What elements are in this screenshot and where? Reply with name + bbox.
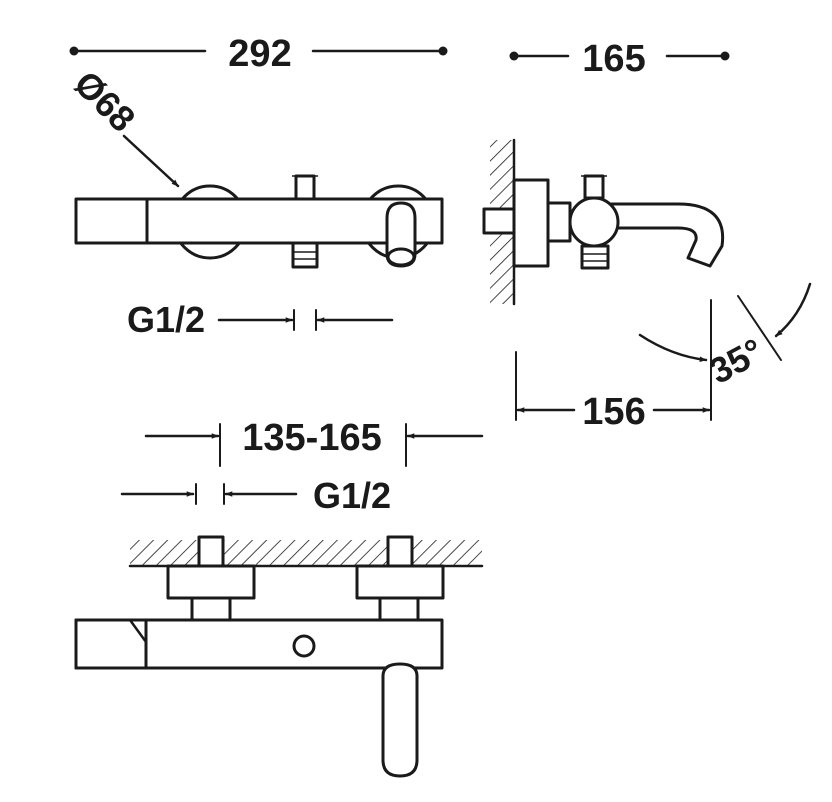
wall-connector bbox=[482, 207, 516, 235]
dim-label-165: 165 bbox=[582, 38, 645, 80]
angle-arc-right bbox=[774, 282, 812, 338]
wall-inlet-right bbox=[386, 535, 414, 568]
dimension-thread-bottom: G1/2 bbox=[120, 475, 391, 516]
dim-label-thread-top: G1/2 bbox=[127, 299, 205, 340]
wall-flange bbox=[512, 178, 550, 268]
hose-outlet bbox=[291, 241, 319, 269]
side-view bbox=[482, 138, 725, 306]
diverter-body bbox=[568, 196, 620, 248]
diameter-leader bbox=[122, 134, 180, 188]
coupling-left bbox=[190, 596, 232, 622]
plan-view bbox=[74, 535, 484, 778]
dimension-center-range: 135-165 bbox=[144, 417, 484, 467]
diverter-hole bbox=[292, 634, 316, 658]
dim-label-diameter: Ø68 bbox=[66, 63, 143, 140]
dimension-292: 292 bbox=[69, 33, 448, 75]
dimension-165: 165 bbox=[509, 38, 730, 80]
wall-hatch-bottom bbox=[130, 540, 482, 566]
dimension-angle: 35° bbox=[638, 282, 812, 421]
flange-right-plan bbox=[355, 564, 445, 600]
coupling-right bbox=[378, 596, 420, 622]
dimension-diameter: Ø68 bbox=[66, 63, 180, 188]
dim-label-angle: 35° bbox=[702, 330, 769, 392]
mixer-body bbox=[74, 197, 444, 245]
angle-ref-slanted bbox=[737, 295, 782, 361]
dim-label-292: 292 bbox=[228, 33, 291, 75]
hose-outlet-side bbox=[580, 244, 610, 270]
dim-dot-right bbox=[438, 46, 448, 56]
dimension-156: 156 bbox=[515, 351, 711, 433]
dim-dot-right bbox=[720, 51, 730, 61]
front-view bbox=[74, 174, 444, 269]
handle-end-plan bbox=[74, 618, 148, 670]
dim-label-center-range: 135-165 bbox=[242, 417, 381, 459]
spout-side bbox=[604, 202, 725, 268]
spout-mouth bbox=[386, 247, 416, 267]
diverter-knob bbox=[294, 174, 316, 201]
flange-left-plan bbox=[166, 564, 256, 600]
diverter-knob-side bbox=[583, 174, 605, 200]
angle-arc-left bbox=[638, 333, 708, 363]
dim-label-thread-bottom: G1/2 bbox=[313, 475, 391, 516]
handle-bevel bbox=[128, 618, 148, 644]
wall-inlet-left bbox=[197, 535, 225, 568]
side-body bbox=[546, 201, 572, 243]
spout-plan bbox=[381, 662, 419, 778]
dim-label-156: 156 bbox=[582, 391, 645, 433]
dimension-thread-top: G1/2 bbox=[127, 299, 394, 340]
